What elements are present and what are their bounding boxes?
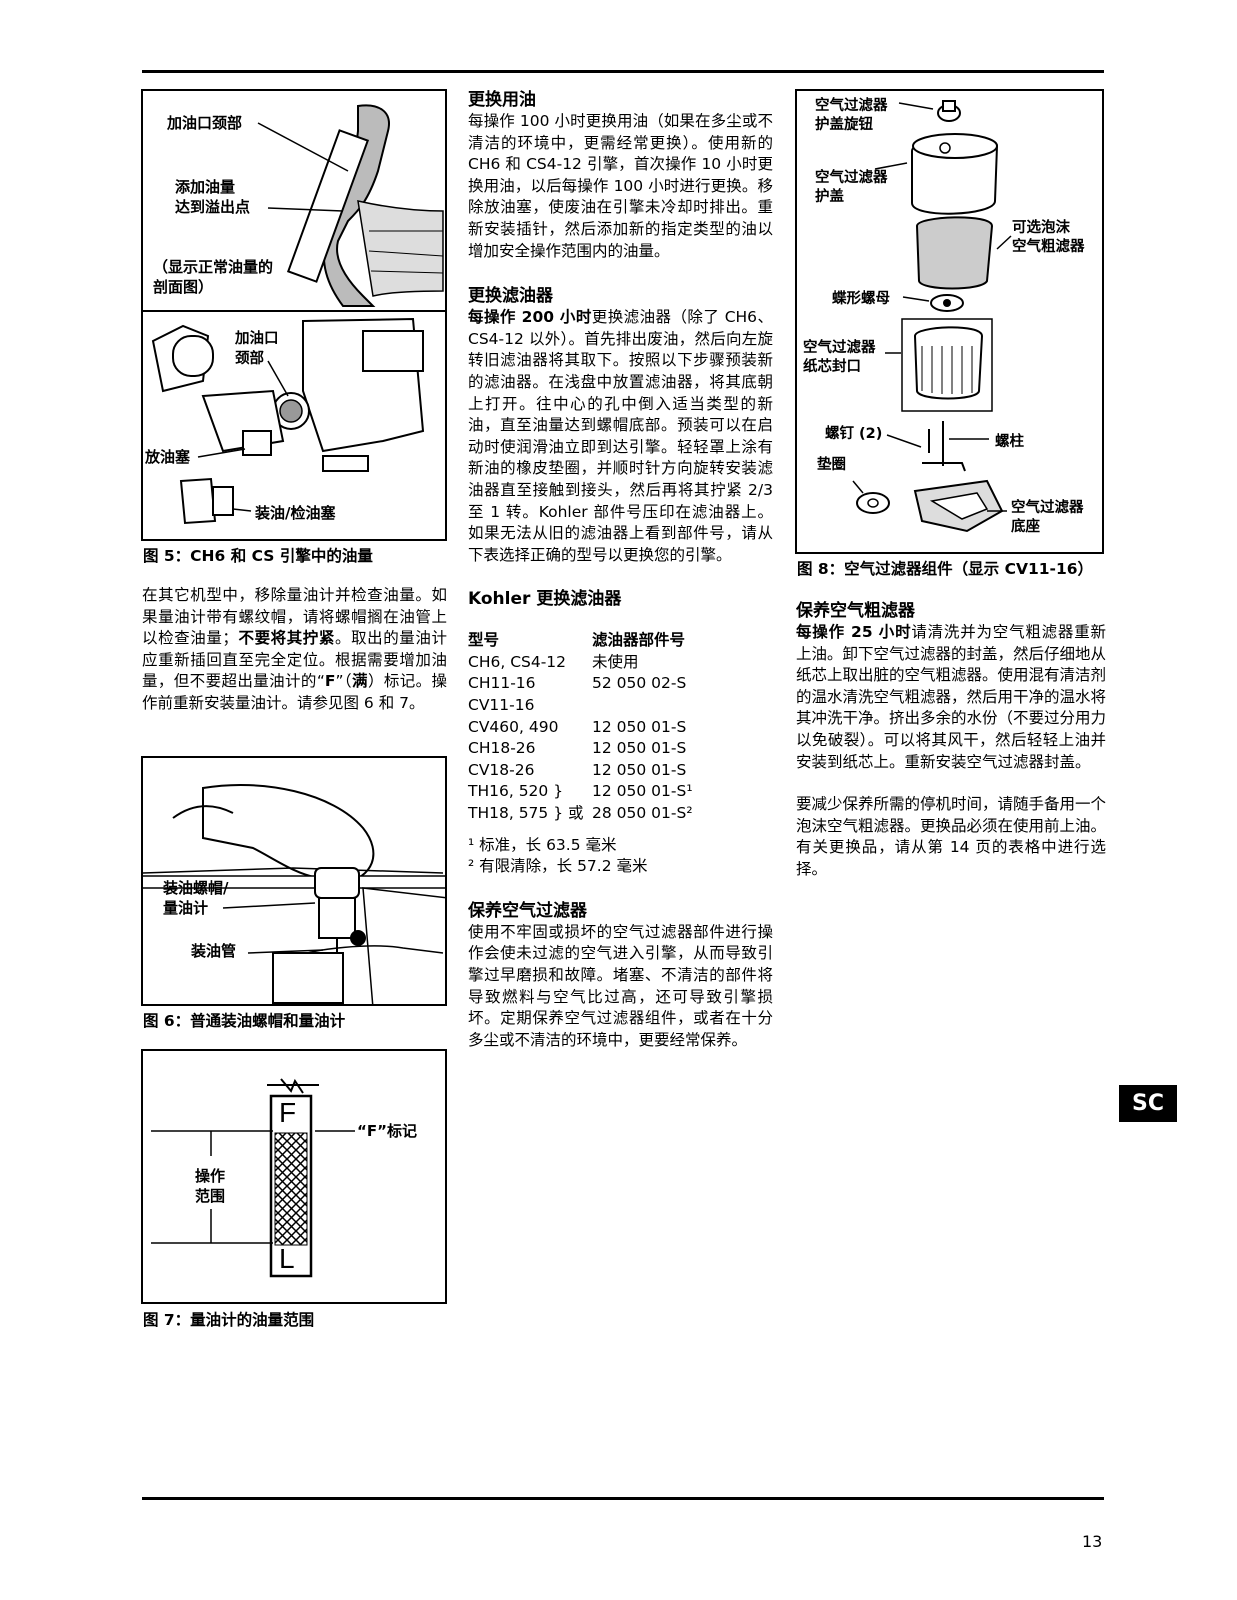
figure-7-drawing	[151, 1078, 355, 1278]
table-cell: 12 050 01-S	[592, 739, 687, 758]
filter-change-body: 每操作 200 小时更换滤油器（除了 CH6、CS4-12 以外）。首先排出废油…	[468, 307, 773, 566]
figure-6-drawing	[143, 783, 445, 1004]
figure-5-drawing	[143, 104, 445, 525]
table-header-row: 型号 滤油器部件号	[468, 630, 693, 652]
oil-filter-table: 型号 滤油器部件号 CH6, CS4-12 未使用 CH11-16 52 050 0…	[468, 630, 693, 824]
language-tab-sc: SC	[1119, 1085, 1177, 1122]
precleaner-body-2: 要减少保养所需的停机时间，请随手备用一个泡沫空气粗滤器。更换品必须在使用前上油。…	[796, 795, 1107, 878]
table-cell	[592, 695, 693, 717]
page-number: 13	[1082, 1532, 1103, 1551]
fig8-label-gasket: 垫圈	[817, 457, 846, 473]
fig6-label-cap-dipstick: 装油螺帽/ 量油计	[163, 879, 229, 917]
fig5-label-fill-check-plug: 装油/检油塞	[255, 504, 336, 522]
table-row: TH16, 520 } 12 050 01-S¹	[468, 781, 693, 803]
table-row: TH18, 575 } 或 28 050 01-S²	[468, 803, 693, 825]
dipstick-check-text: 在其它机型中，移除量油计并检查油量。如果量油计带有螺纹帽，请将螺帽搁在油管上以检…	[142, 585, 447, 715]
fig7-label-f-mark: “F”标记	[357, 1122, 417, 1140]
figure-8: 空气过滤器 护盖旋钮 空气过滤器 护盖 可选泡沫 空气粗滤器 蝶形螺母 空气过滤…	[795, 89, 1104, 554]
figure-6-caption: 图 6：普通装油螺帽和量油计	[143, 1012, 346, 1030]
table-cell: CH11-16	[468, 674, 536, 693]
air-filter-body: 使用不牢固或损坏的空气过滤器部件进行操作会使未过滤的空气进入引擎，从而导致引擎过…	[468, 922, 773, 1049]
fig8-label-base: 空气过滤器 底座	[1011, 500, 1084, 535]
figure-7-caption: 图 7：量油计的油量范围	[143, 1311, 315, 1329]
oil-change-body: 每操作 100 小时更换用油（如果在多尘或不清洁的环境中，更需经常更换）。使用新…	[468, 112, 773, 260]
column-1-paragraph: 在其它机型中，移除量油计并检查油量。如果量油计带有螺纹帽，请将螺帽搁在油管上以检…	[142, 585, 447, 715]
table-cell: 52 050 02-S	[592, 674, 687, 693]
bold-span: 不要将其拧紧	[237, 629, 335, 648]
fig8-label-screw: 螺钉 (2)	[825, 426, 883, 442]
fig5-label-neck: 加油口颈部	[167, 114, 243, 132]
table-cell: 28 050 01-S²	[592, 804, 693, 823]
fig6-label-fill-tube: 装油管	[191, 942, 237, 960]
text-span: 请清洗并为空气粗滤器重新上油。卸下空气过滤器的封盖，然后仔细地从纸芯上取出脏的空…	[796, 623, 1107, 771]
figure-8-caption: 图 8：空气过滤器组件（显示 CV11-16）	[797, 560, 1094, 578]
figure-5: 加油口颈部 添加油量 达到溢出点 （显示正常油量的 剖面图） 加油口 颈部 放油…	[141, 89, 447, 541]
text-span: 在其它机型中，移除量油计并检查油量。如果量油计带有螺纹帽，请将螺帽搁在油管上以检…	[142, 586, 447, 648]
table-cell: 未使用	[592, 652, 639, 671]
footnote-1: ¹ 标准，长 63.5 毫米	[468, 835, 617, 854]
text-span: 更换滤油器（除了 CH6、CS4-12 以外）。首先排出废油，然后向左旋转旧滤油…	[468, 308, 773, 564]
table-row: CV11-16	[468, 695, 693, 717]
fig5-label-drain-plug: 放油塞	[145, 448, 191, 466]
table-row: CH6, CS4-12 未使用	[468, 652, 693, 674]
oil-change-heading: 更换用油	[468, 90, 536, 110]
fig8-label-foam-precleaner: 可选泡沫 空气粗滤器	[1012, 220, 1085, 255]
fig8-label-cover-knob: 空气过滤器 护盖旋钮	[815, 98, 888, 133]
bold-span: 满	[352, 672, 368, 691]
top-rule	[142, 70, 1104, 73]
table-cell: 12 050 01-S	[592, 717, 687, 736]
bold-span: F	[324, 672, 336, 691]
table-row: CH18-26 12 050 01-S	[468, 738, 693, 760]
table-row: CV18-26 12 050 01-S	[468, 760, 693, 782]
fig5-label-neck-2: 加油口 颈部	[235, 331, 279, 367]
filter-change-heading: 更换滤油器	[468, 286, 553, 307]
table-cell: CH6, CS4-12	[468, 652, 567, 671]
table-cell: CV460, 490	[468, 717, 559, 736]
column-2: 更换用油 每操作 100 小时更换用油（如果在多尘或不清洁的环境中，更需经常更换…	[468, 89, 773, 1051]
table-cell: CV18-26	[468, 760, 535, 779]
air-filter-heading: 保养空气过滤器	[468, 900, 587, 921]
text-span: ）标记。操作前重新安装量油计。请参见图 6 和 7。	[142, 672, 448, 712]
text-span: ”（	[335, 672, 353, 691]
table-header-part: 滤油器部件号	[592, 631, 686, 650]
table-cell: CH18-26	[468, 739, 536, 758]
table-cell: TH16, 520 }	[468, 782, 564, 801]
table-row: CH11-16 52 050 02-S	[468, 673, 693, 695]
table-cell: 12 050 01-S	[592, 760, 687, 779]
table-header-model: 型号	[468, 631, 500, 650]
table-row: CV460, 490 12 050 01-S	[468, 717, 693, 739]
figure-8-drawing	[852, 100, 1012, 533]
bold-span: 每操作 200 小时	[468, 308, 592, 327]
figure-5-caption: 图 5：CH6 和 CS 引擎中的油量	[143, 547, 373, 565]
fig8-label-cover: 空气过滤器 护盖	[815, 170, 888, 205]
precleaner-heading: 保养空气粗滤器	[796, 601, 915, 621]
bottom-rule	[142, 1497, 1104, 1500]
fig7-label-operating-range: 操作 范围	[195, 1167, 226, 1205]
table-cell: 12 050 01-S¹	[592, 782, 693, 801]
dipstick-letter-f: F	[279, 1097, 297, 1128]
figure-6: 装油螺帽/ 量油计 装油管	[141, 756, 447, 1006]
fig5-label-fill: 添加油量 达到溢出点	[175, 178, 251, 216]
fig8-label-paper-seal: 空气过滤器 纸芯封口	[803, 340, 876, 375]
text-span: 。取出的量油计应重新插回直至完全定位。根据需要增加油量，但不要超出量油计的“	[142, 629, 447, 691]
dipstick-letter-l: L	[279, 1243, 295, 1274]
bold-span: 每操作 25 小时	[796, 623, 912, 641]
table-cell: TH18, 575 } 或	[468, 804, 584, 823]
fig8-label-wing-nut: 蝶形螺母	[832, 291, 890, 307]
table-cell: CV11-16	[468, 696, 535, 715]
figure-7: F L “F”标记 操作 范围	[141, 1049, 447, 1304]
fig8-label-stud: 螺柱	[995, 434, 1024, 450]
column-3: 保养空气粗滤器 每操作 25 小时请清洗并为空气粗滤器重新上油。卸下空气过滤器的…	[796, 600, 1106, 881]
fig5-label-section: （显示正常油量的 剖面图）	[153, 258, 274, 296]
precleaner-body: 每操作 25 小时请清洗并为空气粗滤器重新上油。卸下空气过滤器的封盖，然后仔细地…	[796, 622, 1106, 773]
kohler-filter-heading: Kohler 更换滤油器	[468, 589, 622, 610]
footnote-2: ² 有限清除，长 57.2 毫米	[468, 857, 648, 876]
